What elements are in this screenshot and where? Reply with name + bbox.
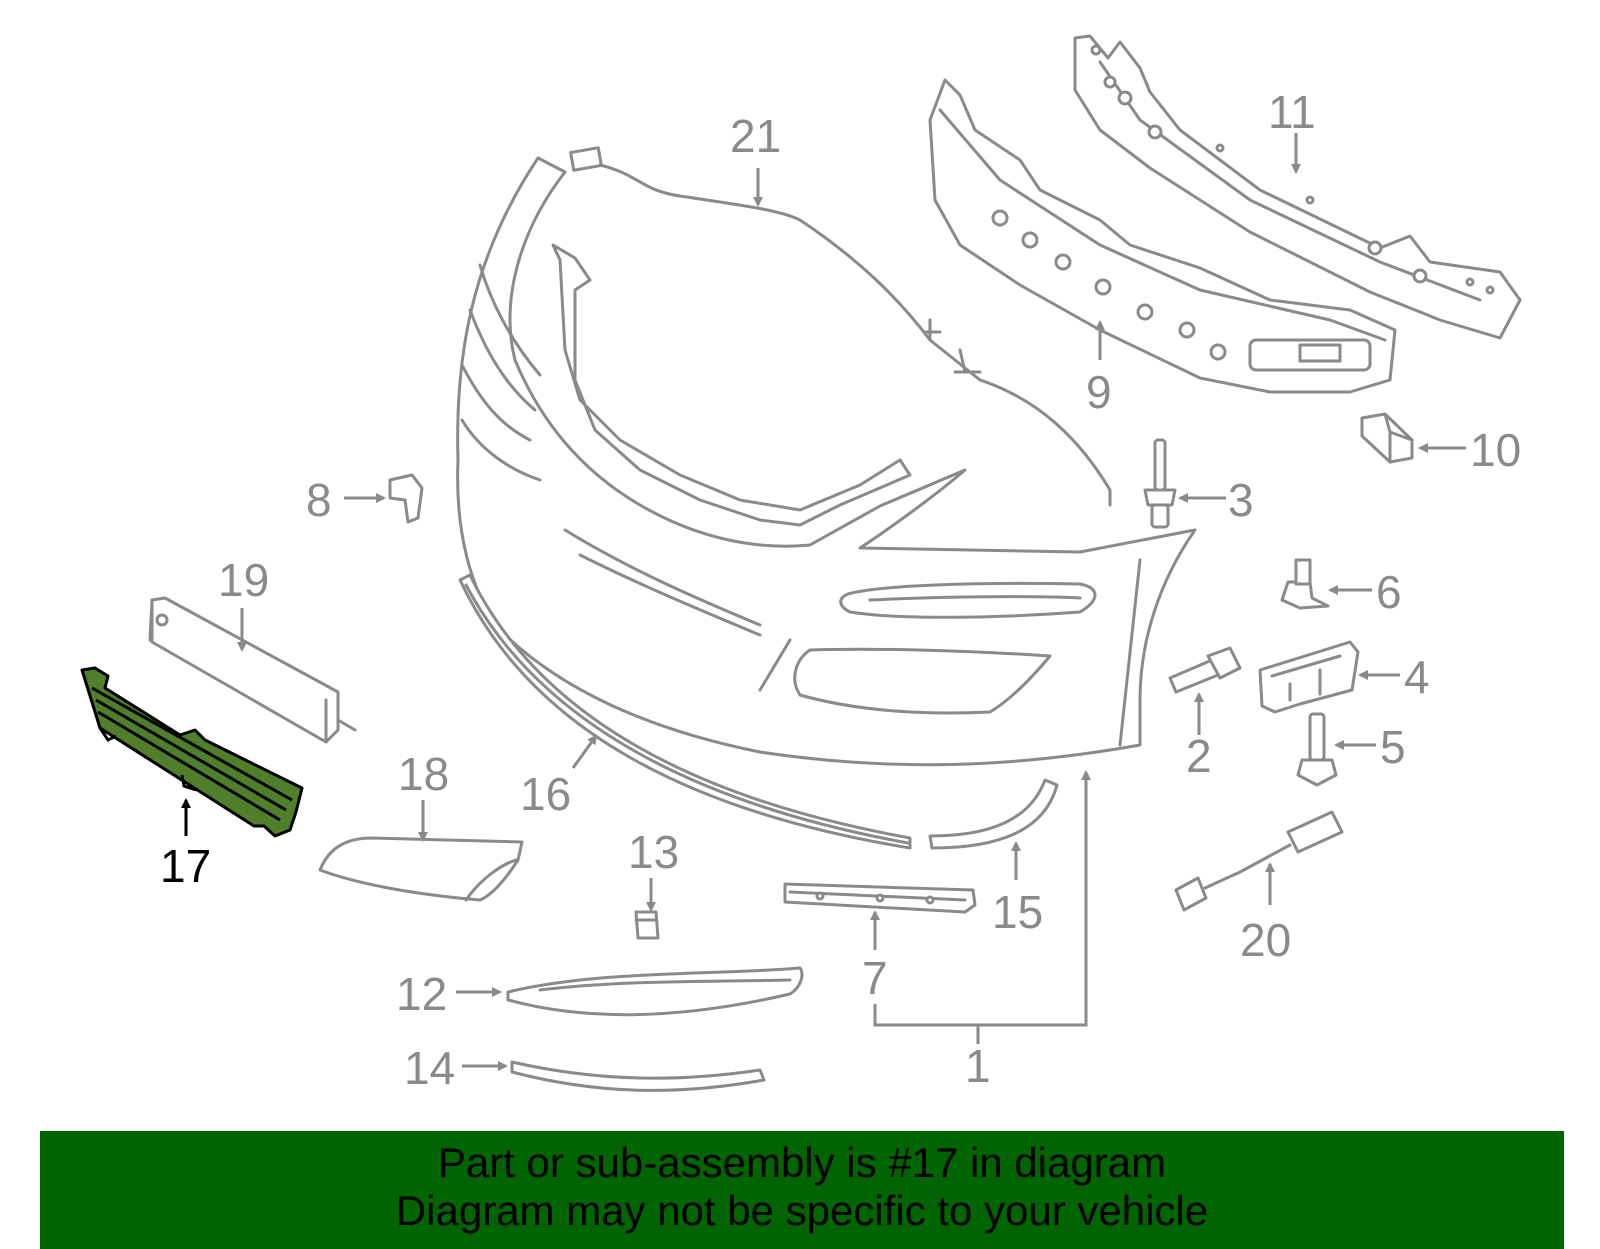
parts-diagram: 21 11 9 10 3 8 6 19 4 2 5 16 18: [80, 34, 1522, 1094]
part-19-plate-bracket[interactable]: [148, 596, 357, 744]
banner-line-1: Part or sub-assembly is #17 in diagram: [437, 1139, 1167, 1186]
callout-7: 7: [862, 952, 888, 1004]
part-9-absorber[interactable]: [928, 78, 1397, 394]
callout-17: 17: [160, 840, 211, 892]
part-11-reinforcement[interactable]: [1073, 34, 1522, 340]
callout-8: 8: [306, 474, 332, 526]
part-16-molding[interactable]: [458, 573, 912, 850]
part-8-clip[interactable]: [388, 473, 424, 524]
callout-2: 2: [1186, 730, 1212, 782]
part-3-pushpin[interactable]: [1143, 438, 1177, 529]
callout-9: 9: [1086, 366, 1112, 418]
part-21-harness[interactable]: [569, 146, 1112, 507]
callout-4: 4: [1404, 651, 1430, 703]
callout-14: 14: [404, 1042, 455, 1094]
callout-6: 6: [1376, 566, 1402, 618]
callout-18: 18: [398, 748, 449, 800]
part-2-bolt[interactable]: [1168, 646, 1242, 694]
part-17-grille[interactable]: [80, 666, 304, 838]
callout-20: 20: [1240, 914, 1291, 966]
part-6-retainer[interactable]: [1280, 558, 1330, 610]
part-18-bezel[interactable]: [318, 836, 524, 902]
callout-3: 3: [1228, 474, 1254, 526]
part-20-sensor-cable[interactable]: [1174, 810, 1344, 912]
part-12-lower-trim[interactable]: [506, 966, 804, 1017]
callout-1: 1: [965, 1040, 991, 1092]
callout-19: 19: [218, 554, 269, 606]
callout-10: 10: [1470, 424, 1521, 476]
callout-13: 13: [628, 826, 679, 878]
callout-16: 16: [520, 768, 571, 820]
part-14-strip[interactable]: [510, 1060, 766, 1092]
callouts: 21 11 9 10 3 8 6 19 4 2 5 16 18: [160, 86, 1521, 1094]
part-4-bracket[interactable]: [1258, 640, 1360, 714]
banner-line-2: Diagram may not be specific to your vehi…: [395, 1187, 1209, 1234]
part-7-bracket[interactable]: [783, 882, 977, 914]
part-5-bolt[interactable]: [1296, 712, 1338, 787]
info-banner: Part or sub-assembly is #17 in diagram D…: [40, 1131, 1564, 1249]
callout-21: 21: [730, 110, 781, 162]
part-10-block[interactable]: [1360, 412, 1414, 464]
part-13-clip[interactable]: [634, 910, 660, 940]
callout-12: 12: [396, 968, 447, 1020]
callout-5: 5: [1380, 721, 1406, 773]
callout-15: 15: [992, 886, 1043, 938]
part-15-trim[interactable]: [928, 778, 1059, 850]
callout-11: 11: [1268, 86, 1316, 138]
part-1-bumper-cover[interactable]: [456, 156, 1197, 767]
